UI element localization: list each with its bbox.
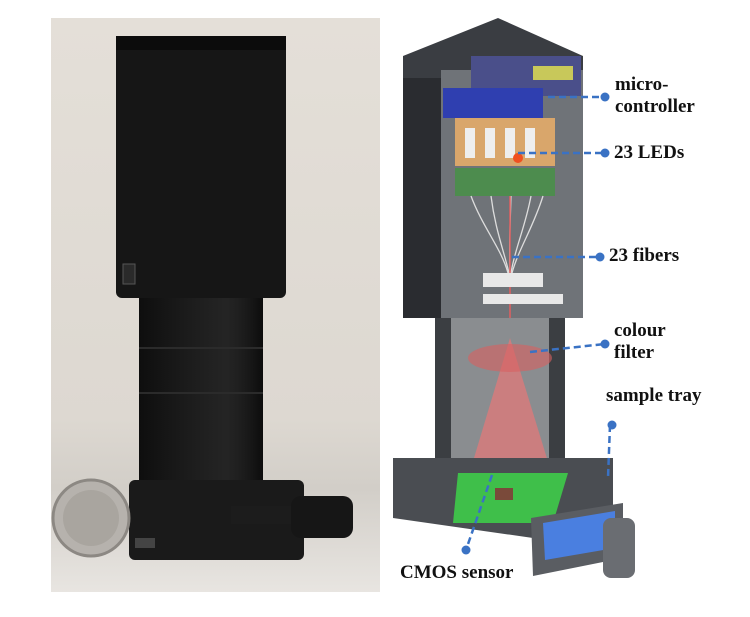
cutaway-drawing [393, 18, 635, 578]
dot-fibers-icon [595, 252, 605, 262]
label-sample-tray: sample tray [606, 385, 702, 406]
label-microcontroller: micro- controller [615, 74, 695, 117]
dot-microcontroller-icon [600, 92, 610, 102]
label-23-fibers: 23 fibers [609, 245, 680, 266]
dot-filter-icon [600, 339, 610, 349]
device-cutaway-render [383, 18, 638, 592]
label-23-leds: 23 LEDs [614, 142, 685, 163]
dot-cmos-icon [461, 545, 471, 555]
label-cmos-sensor: CMOS sensor [400, 562, 514, 583]
device-photo-drawing [51, 36, 353, 560]
device-photo [51, 18, 380, 592]
dot-tray-icon [607, 420, 617, 430]
label-colour-filter: colour filter [614, 320, 666, 363]
dot-leds-icon [600, 148, 610, 158]
